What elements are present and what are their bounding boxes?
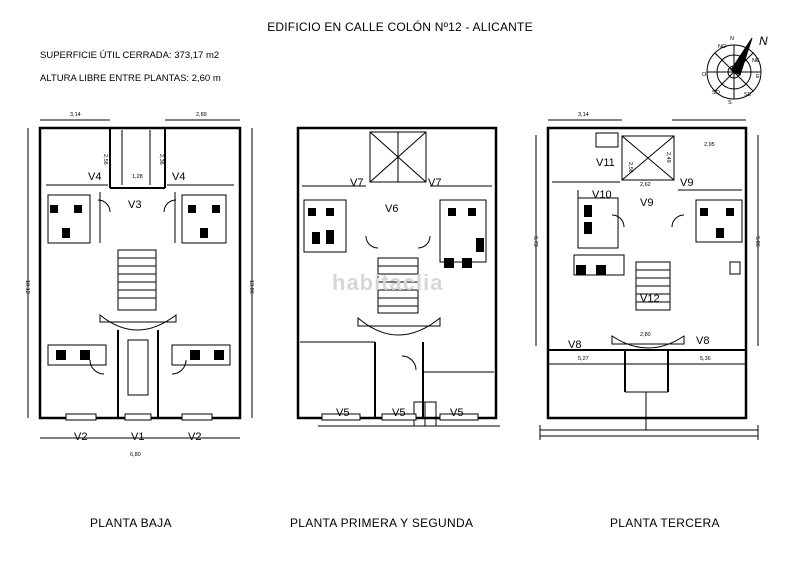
- window-tag: V7: [350, 177, 363, 189]
- window-tag: V7: [428, 177, 441, 189]
- window-tag: V6: [385, 203, 398, 215]
- dimension-label: 2,62: [640, 182, 651, 188]
- dimension-label: 2,36: [158, 154, 164, 165]
- window-tag: V12: [640, 293, 660, 305]
- dimension-label: 3,14: [578, 112, 589, 118]
- dimension-label: 5,36: [700, 356, 711, 362]
- dimension-label: 5,27: [578, 356, 589, 362]
- dimension-label: 6,80: [130, 452, 141, 458]
- window-tag: V9: [640, 197, 653, 209]
- window-tag: V8: [696, 335, 709, 347]
- dimension-label: 10,12: [24, 280, 30, 294]
- dimension-label: 2,80: [640, 332, 651, 338]
- dimension-label: 2,49: [665, 152, 671, 163]
- dimension-label: 9,73: [532, 236, 538, 247]
- dimension-label: 1,28: [132, 174, 143, 180]
- compass-north-label: N: [759, 34, 768, 48]
- window-tag: V8: [568, 339, 581, 351]
- window-tag: V4: [172, 171, 185, 183]
- dimension-label: 2,89: [196, 112, 207, 118]
- dimension-label: 2,95: [704, 142, 715, 148]
- window-tag: V10: [592, 189, 612, 201]
- window-tag: V3: [128, 199, 141, 211]
- dimension-label: 2,56: [102, 154, 108, 165]
- compass-sector: E: [756, 74, 760, 80]
- window-tag: V11: [596, 157, 615, 169]
- dimension-label: 13,86: [248, 280, 254, 294]
- height-note: ALTURA LIBRE ENTRE PLANTAS: 2,60 m: [40, 73, 221, 84]
- third-floor-plan: [535, 119, 759, 440]
- compass-sector: S: [728, 100, 732, 106]
- compass-rose-icon: [706, 37, 762, 100]
- watermark: habitaclia: [332, 270, 443, 295]
- compass-sector: NE: [752, 58, 760, 64]
- third-floor-label: PLANTA TERCERA: [610, 516, 720, 530]
- compass-sector: N: [730, 36, 734, 42]
- drawing-title: EDIFICIO EN CALLE COLÓN Nº12 - ALICANTE: [267, 20, 533, 34]
- window-tag: V2: [74, 431, 87, 443]
- dimension-label: 9,86: [754, 236, 760, 247]
- compass-sector: NO: [718, 44, 727, 50]
- ground-floor-plan: [27, 119, 253, 439]
- compass-sector: SO: [712, 90, 721, 96]
- compass-sector: O: [702, 72, 707, 78]
- window-tag: V5: [336, 407, 349, 419]
- dimension-label: 2,56: [627, 162, 633, 173]
- ground-floor-label: PLANTA BAJA: [90, 516, 172, 530]
- window-tag: V5: [450, 407, 463, 419]
- window-tag: V5: [392, 407, 405, 419]
- dimension-label: 3,14: [70, 112, 81, 118]
- window-tag: V1: [131, 431, 144, 443]
- first-floor-plan: [296, 126, 500, 427]
- window-tag: V9: [680, 177, 693, 189]
- surface-note: SUPERFICIE ÚTIL CERRADA: 373,17 m2: [40, 50, 220, 61]
- sanitary-fixtures: [50, 205, 734, 360]
- first-floor-label: PLANTA PRIMERA Y SEGUNDA: [290, 516, 474, 530]
- window-tag: V2: [188, 431, 201, 443]
- window-tag: V4: [88, 171, 101, 183]
- compass-sector: SE: [744, 92, 752, 98]
